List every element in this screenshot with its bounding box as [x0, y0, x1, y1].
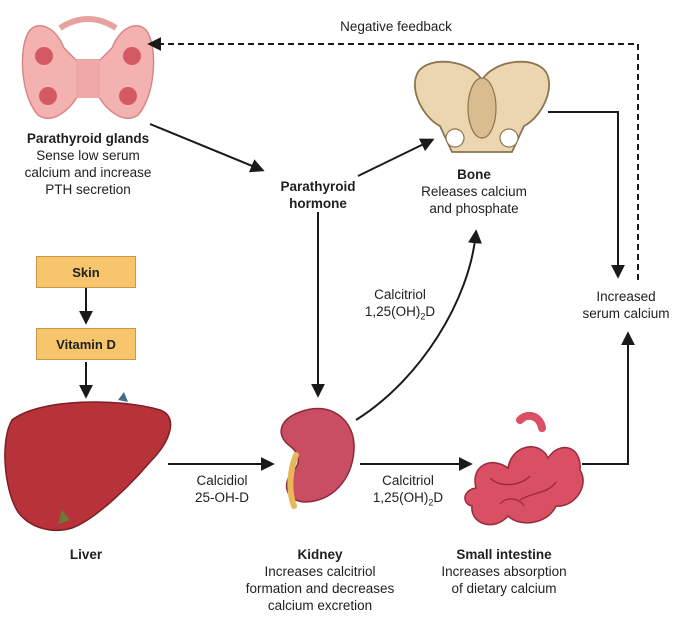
bone-label: Bone Releases calcium and phosphate [421, 167, 527, 216]
negative-feedback-arrow [147, 37, 639, 280]
small-intestine-label: Small intestine Increases absorption of … [441, 547, 567, 596]
vitamin-d-box: Vitamin D [36, 328, 136, 360]
bone-to-serum-arrow [548, 111, 625, 279]
parathyroid-glands-illustration [21, 16, 155, 119]
liver-label: Liver [69, 547, 103, 562]
pth-to-bone-arrow [357, 138, 435, 177]
parathyroid-to-pth-arrow [149, 123, 265, 173]
arrows [79, 37, 639, 471]
kidney-to-bone-arrow [355, 229, 482, 421]
kidney-label: Kidney Increases calcitriol formation an… [245, 547, 395, 613]
kidney-illustration [280, 407, 355, 509]
parathyroid-glands-label: Parathyroid glands Sense low serum calci… [24, 131, 152, 197]
increased-serum-calcium-label: Increased serum calcium [582, 289, 670, 321]
intestine-to-serum-arrow [582, 331, 635, 465]
liver-illustration [4, 392, 172, 532]
small-intestine-illustration [464, 411, 584, 526]
calcitriol-bone-label: Calcitriol 1,25(OH)2D [364, 287, 436, 322]
calcitriol-intestine-label: Calcitriol 1,25(OH)2D [372, 473, 444, 508]
calcidiol-label: Calcidiol 25-OH-D [194, 473, 250, 505]
skin-box: Skin [36, 256, 136, 288]
parathyroid-hormone-label: Parathyroid hormone [280, 179, 356, 211]
bone-pelvis-illustration [414, 60, 550, 153]
negative-feedback-label: Negative feedback [340, 19, 452, 34]
